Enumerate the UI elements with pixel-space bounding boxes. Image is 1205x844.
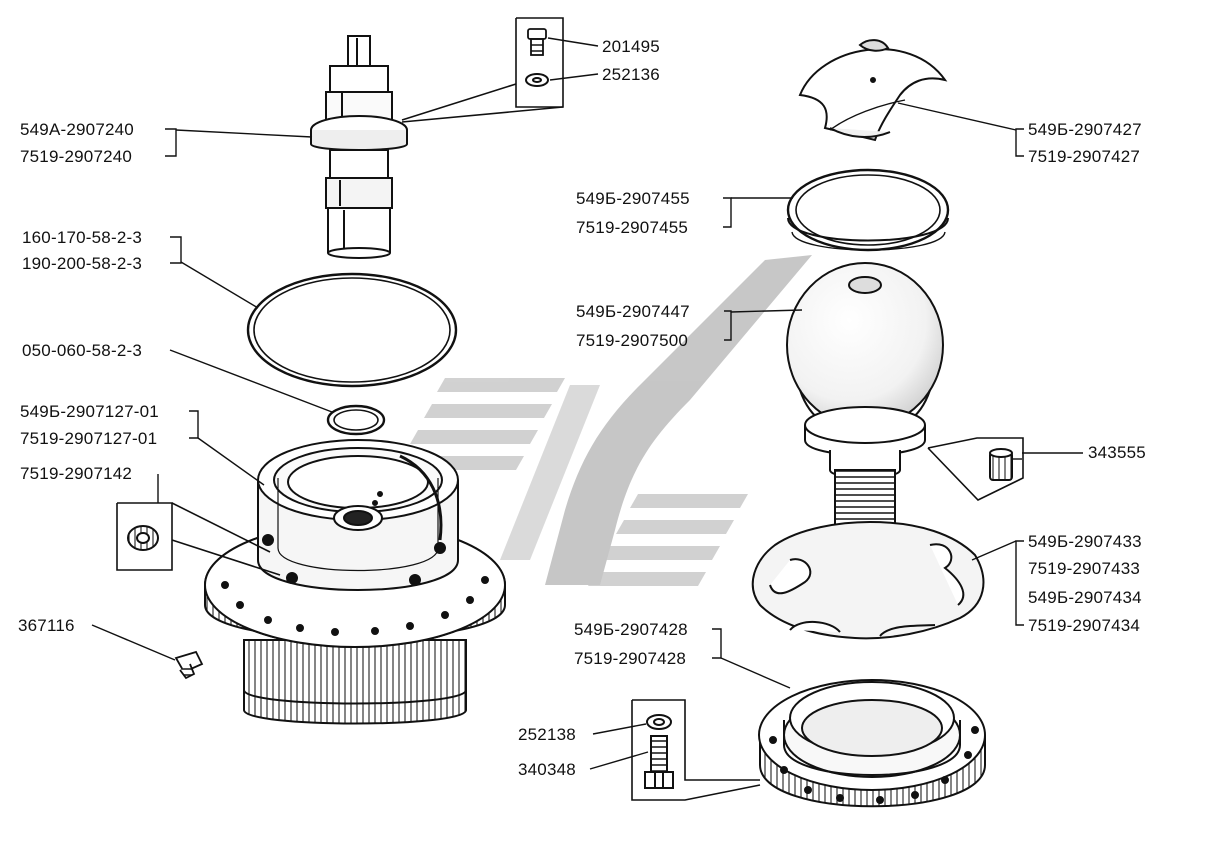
housing-body-part	[204, 439, 506, 725]
bolt-callout-box	[631, 699, 761, 801]
plug-callout-box	[927, 437, 1024, 501]
label-7519-2907427: 7519-2907427	[1028, 147, 1141, 166]
label-7519-2907500: 7519-2907500	[576, 331, 689, 350]
large-o-ring-part	[246, 272, 458, 388]
label-7519-2907142: 7519-2907142	[20, 464, 133, 483]
washer-252138-part	[646, 714, 672, 730]
label-549b-2907434: 549Б-2907434	[1028, 588, 1142, 607]
label-340348: 340348	[518, 760, 576, 779]
label-7519-2907428: 7519-2907428	[574, 649, 687, 668]
retaining-ring-part	[786, 168, 950, 252]
label-549b-2907127-01: 549Б-2907127-01	[20, 402, 159, 421]
label-7519-2907433: 7519-2907433	[1028, 559, 1141, 578]
nut-callout-box	[116, 502, 281, 576]
screw-201495-part	[527, 28, 547, 56]
label-160-170-58-2-3: 160-170-58-2-3	[22, 228, 142, 247]
screw-and-washer-callout-box	[401, 17, 564, 123]
small-o-ring-part	[326, 404, 386, 436]
cover-cap-part	[798, 39, 948, 142]
label-7519-2907434: 7519-2907434	[1028, 616, 1141, 635]
label-549b-2907433: 549Б-2907433	[1028, 532, 1142, 551]
label-549b-2907428: 549Б-2907428	[574, 620, 688, 639]
bolt-340348-part	[644, 735, 674, 789]
nut-7519-2907142-part	[127, 525, 159, 551]
rubber-boot-part	[751, 520, 985, 640]
label-549a-2907240: 549А-2907240	[20, 120, 134, 139]
label-367116: 367116	[18, 616, 75, 635]
label-343555: 343555	[1088, 443, 1146, 462]
plug-343555-part	[989, 448, 1013, 481]
label-549b-2907447: 549Б-2907447	[576, 302, 690, 321]
label-7519-2907127-01: 7519-2907127-01	[20, 429, 158, 448]
label-252138: 252138	[518, 725, 576, 744]
label-252136: 252136	[602, 65, 660, 84]
bottom-ring-flange-part	[758, 679, 986, 808]
label-190-200-58-2-3: 190-200-58-2-3	[22, 254, 142, 273]
washer-252136-part	[525, 73, 549, 87]
screw-367116-part	[174, 650, 204, 680]
leader-lines	[91, 37, 1083, 770]
label-549b-2907427: 549Б-2907427	[1028, 120, 1142, 139]
ball-lever-part	[786, 262, 944, 557]
label-549b-2907455: 549Б-2907455	[576, 189, 690, 208]
valve-stem-part	[310, 35, 408, 259]
label-050-060-58-2-3: 050-060-58-2-3	[22, 341, 142, 360]
label-7519-2907240: 7519-2907240	[20, 147, 133, 166]
label-201495: 201495	[602, 37, 660, 56]
label-7519-2907455: 7519-2907455	[576, 218, 689, 237]
